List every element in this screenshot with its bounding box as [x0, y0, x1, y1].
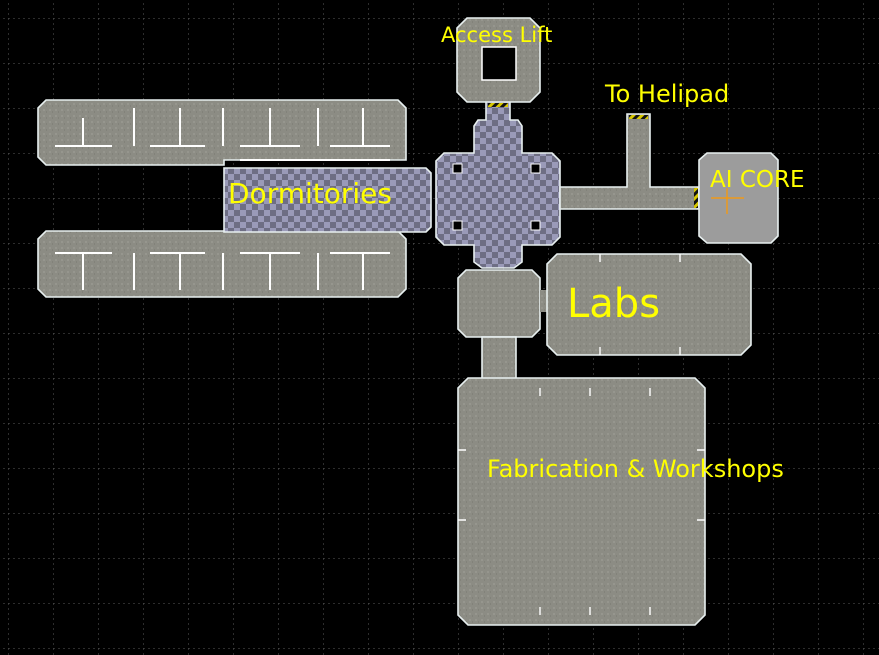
access-lift-room[interactable] [456, 17, 541, 107]
ai-core-hazard-door [694, 188, 698, 208]
label-dormitories: Dormitories [228, 177, 392, 210]
label-labs: Labs [567, 281, 661, 327]
dormitory-rooms-bottom[interactable] [37, 230, 407, 298]
helipad-hazard-door [629, 115, 648, 119]
dormitory-corridor[interactable] [223, 167, 432, 233]
labs-door[interactable] [540, 290, 548, 312]
ai-core-marker-icon [711, 188, 744, 214]
label-ai-core: AI CORE [710, 167, 805, 193]
fabrication-room[interactable] [457, 377, 706, 626]
label-access-lift: Access Lift [441, 23, 553, 47]
dormitory-rooms-top[interactable] [37, 99, 407, 166]
labs-room[interactable] [546, 253, 752, 356]
label-to-helipad: To Helipad [605, 80, 730, 108]
helipad-corridor[interactable] [559, 113, 699, 210]
central-hub[interactable] [435, 99, 561, 269]
labs-antechamber[interactable] [457, 269, 541, 338]
hazard-door [488, 103, 508, 107]
label-fabrication: Fabrication & Workshops [487, 455, 784, 483]
fabrication-corridor[interactable] [481, 336, 517, 380]
